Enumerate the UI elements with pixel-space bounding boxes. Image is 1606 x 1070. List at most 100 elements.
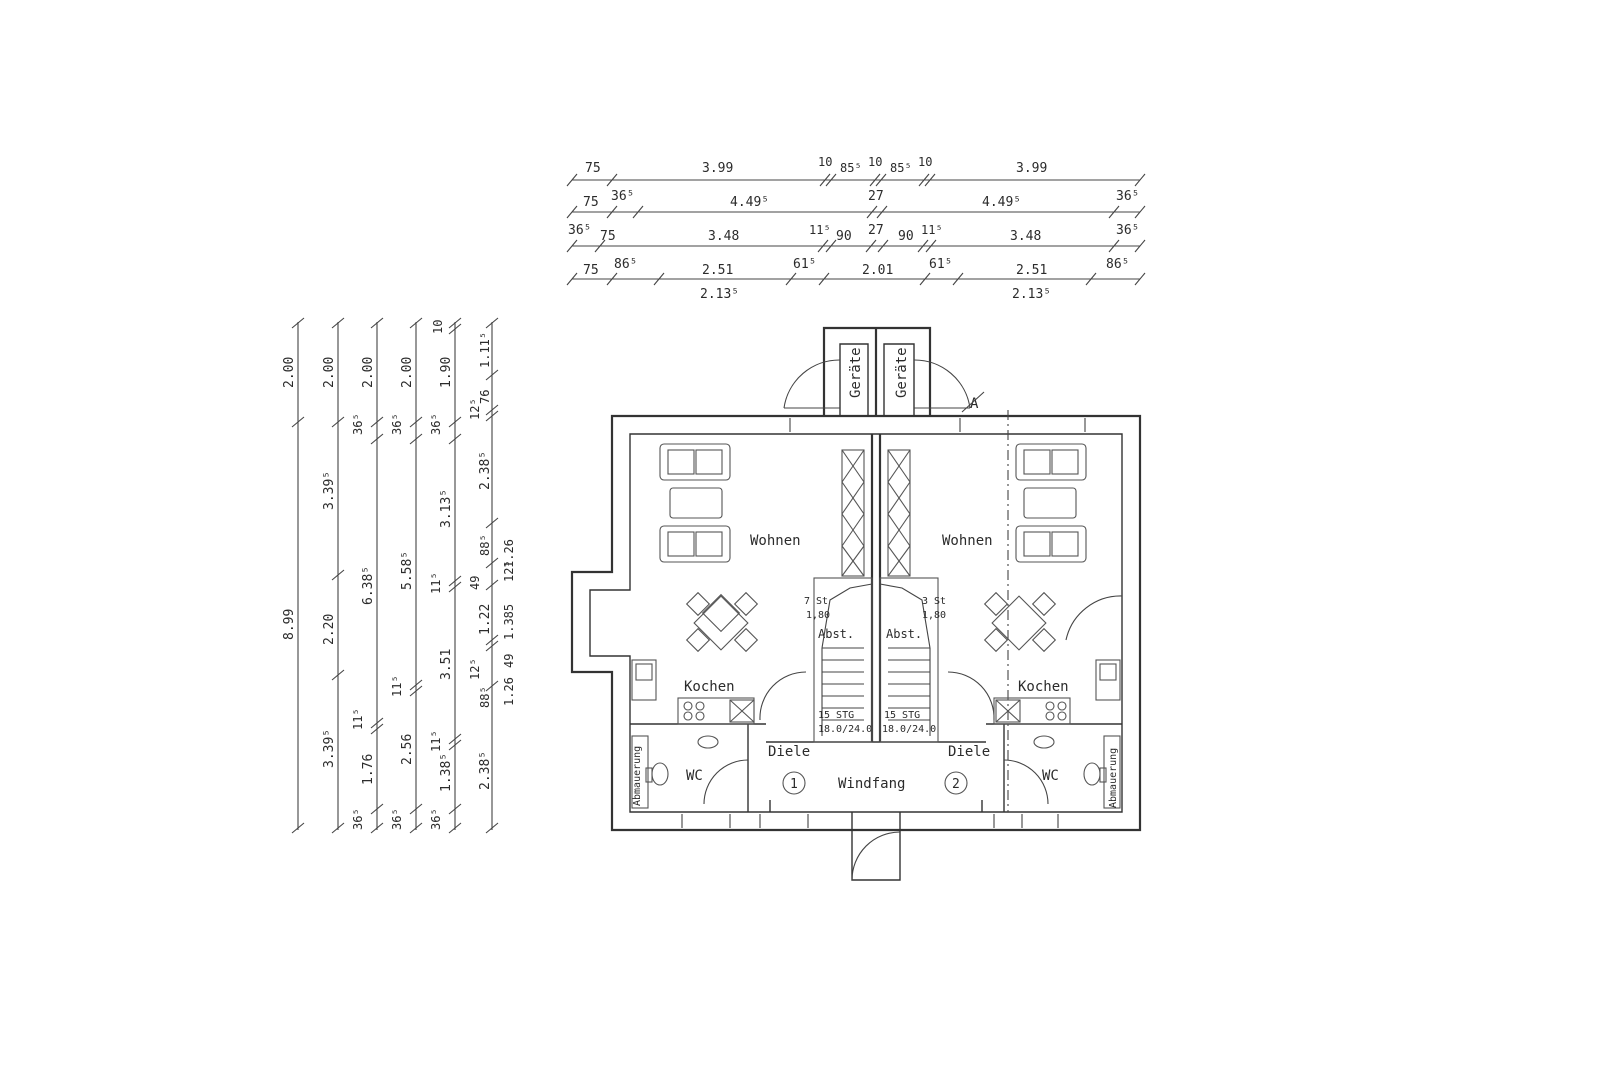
abmauerung-right: Abmauerung xyxy=(1108,748,1119,808)
dim-left-c7-2: 1.385 xyxy=(502,604,516,640)
dim-top-r5-0: 2.13⁵ xyxy=(700,287,739,302)
dim-left-c6-0: 1.11⁵ xyxy=(478,332,492,368)
dim-top-r4-2: 2.51 xyxy=(702,263,733,278)
dim-left-c4-1: 36⁵ xyxy=(390,413,404,435)
dim-left-c5-8: 36⁵ xyxy=(429,808,443,830)
dim-top-r4-7: 86⁵ xyxy=(1106,257,1129,272)
top-dimension-chains: 75 3.99 10 85⁵ 10 85⁵ 10 3.99 75 36⁵ 4.4… xyxy=(566,155,1146,302)
dim-left-c5-6: 11⁵ xyxy=(429,730,443,752)
dim-left-c3-1: 36⁵ xyxy=(351,413,365,435)
dim-top-r1-2: 10 xyxy=(818,155,832,169)
dim-left-c6-4: 88⁵ xyxy=(478,534,492,556)
dim-top-r2-3: 27 xyxy=(868,189,884,204)
entrance-marker-2-circle xyxy=(944,771,968,795)
room-wohnen-right: Wohnen xyxy=(942,533,993,549)
stair-right-bottom2: 18.0/24.0 xyxy=(882,724,936,735)
room-wohnen-left: Wohnen xyxy=(750,533,801,549)
dim-left-c5-4: 11⁵ xyxy=(429,572,443,594)
dim-top-r3-7: 11⁵ xyxy=(921,223,943,237)
dim-left-c4-4: 2.56 xyxy=(400,734,415,765)
dim-left-c6-9: 2.38⁵ xyxy=(478,751,493,790)
dim-top-r3-8: 3.48 xyxy=(1010,229,1041,244)
kitchen-fixtures xyxy=(631,659,1121,725)
dim-left-c2-0: 2.00 xyxy=(322,357,337,388)
dim-top-r4-4: 2.01 xyxy=(862,263,893,278)
dim-left-c6-2: 12⁵ xyxy=(468,398,482,420)
dim-top-r3-0: 36⁵ xyxy=(568,223,591,238)
room-kochen-left: Kochen xyxy=(684,679,735,695)
room-geraete-right: Geräte xyxy=(894,347,910,398)
dim-top-r3-4: 90 xyxy=(836,229,852,244)
stair-right-top: 3 St xyxy=(922,596,946,607)
dim-top-r4-5: 61⁵ xyxy=(929,257,952,272)
stair-left-top: 7 St xyxy=(804,596,828,607)
dim-left-c6-1: 76 xyxy=(478,390,492,404)
dim-left-c3-4: 1.76 xyxy=(361,754,376,785)
dim-left-c3-0: 2.00 xyxy=(361,357,376,388)
dim-top-r1-4: 10 xyxy=(868,155,882,169)
room-labels: Geräte Geräte Wohnen Wohnen Kochen Koche… xyxy=(632,347,1119,808)
dim-top-r1-0: 75 xyxy=(585,161,601,176)
room-wc-right: WC xyxy=(1042,768,1059,784)
dim-top-r3-2: 3.48 xyxy=(708,229,739,244)
dim-left-c3-5: 36⁵ xyxy=(351,808,365,830)
dim-left-c5-0: 10 xyxy=(431,320,445,334)
dim-top-r3-9: 36⁵ xyxy=(1116,223,1139,238)
section-marker: A xyxy=(970,396,979,412)
dim-top-r4-1: 86⁵ xyxy=(614,257,637,272)
dim-left-c6-3: 2.38⁵ xyxy=(478,451,493,490)
left-dimension-chains: 2.00 8.99 2.00 3.39⁵ 2.20 3.39⁵ 2.00 36⁵… xyxy=(282,317,516,834)
dim-left-c6-5: 49 xyxy=(468,576,482,590)
dim-left-c7-3: 49 xyxy=(502,654,516,668)
dim-left-c6-8: 88⁵ xyxy=(478,686,492,708)
stair-left-bottom: 15 STG xyxy=(818,710,854,721)
living-furniture-right xyxy=(983,443,1087,653)
dim-top-r1-1: 3.99 xyxy=(702,161,733,176)
dim-left-c1-1: 8.99 xyxy=(282,609,297,640)
room-windfang: Windfang xyxy=(838,776,905,792)
dim-top-r2-2: 4.49⁵ xyxy=(730,195,769,210)
dim-left-c2-3: 3.39⁵ xyxy=(322,729,337,768)
dim-top-r1-7: 3.99 xyxy=(1016,161,1047,176)
dim-left-c2-1: 3.39⁵ xyxy=(322,471,337,510)
dim-top-r2-0: 75 xyxy=(583,195,599,210)
room-geraete-left: Geräte xyxy=(848,347,864,398)
room-wc-left: WC xyxy=(686,768,703,784)
dim-top-r3-6: 90 xyxy=(898,229,914,244)
dim-left-c4-3: 11⁵ xyxy=(390,675,404,697)
dim-left-c6-7: 12⁵ xyxy=(468,658,482,680)
dim-left-c7-4: 1.26 xyxy=(502,677,516,706)
dim-top-r3-1: 75 xyxy=(600,229,616,244)
dim-top-r4-6: 2.51 xyxy=(1016,263,1047,278)
dim-left-c7-1: 12⁵ xyxy=(502,560,516,582)
abst-left: Abst. xyxy=(818,627,854,641)
stair-left-top2: 1,80 xyxy=(806,610,830,621)
stairs: 7 St 1,80 3 St 1,80 Abst. Abst. 15 STG 1… xyxy=(804,577,946,743)
dim-top-r3-3: 11⁵ xyxy=(809,223,831,237)
dim-top-r3-5: 27 xyxy=(868,223,884,238)
stair-left-bottom2: 18.0/24.0 xyxy=(818,724,872,735)
dim-left-c7-0: 1.26 xyxy=(502,539,516,568)
dim-left-c2-2: 2.20 xyxy=(322,614,337,645)
room-diele-left: Diele xyxy=(768,744,810,760)
dim-left-c1-0: 2.00 xyxy=(282,357,297,388)
abmauerung-left: Abmauerung xyxy=(632,746,643,806)
dim-left-c6-6: 1.22 xyxy=(478,604,493,635)
wc-fixtures xyxy=(631,735,1121,809)
dim-top-r2-1: 36⁵ xyxy=(611,189,634,204)
dim-top-r2-5: 36⁵ xyxy=(1116,189,1139,204)
dim-top-r1-3: 85⁵ xyxy=(840,161,862,175)
entrance-markers: 1 2 xyxy=(782,771,968,795)
entrance-marker-1-circle xyxy=(782,771,806,795)
dim-top-r5-1: 2.13⁵ xyxy=(1012,287,1051,302)
dim-left-c4-5: 36⁵ xyxy=(390,808,404,830)
dim-left-c5-5: 3.51 xyxy=(439,649,454,680)
dim-top-r4-3: 61⁵ xyxy=(793,257,816,272)
abst-right: Abst. xyxy=(886,627,922,641)
stair-right-bottom: 15 STG xyxy=(884,710,920,721)
dim-left-c4-2: 5.58⁵ xyxy=(400,551,415,590)
living-furniture-left xyxy=(659,443,759,653)
room-kochen-right: Kochen xyxy=(1018,679,1069,695)
entrance-marker-1: 1 xyxy=(790,777,798,792)
